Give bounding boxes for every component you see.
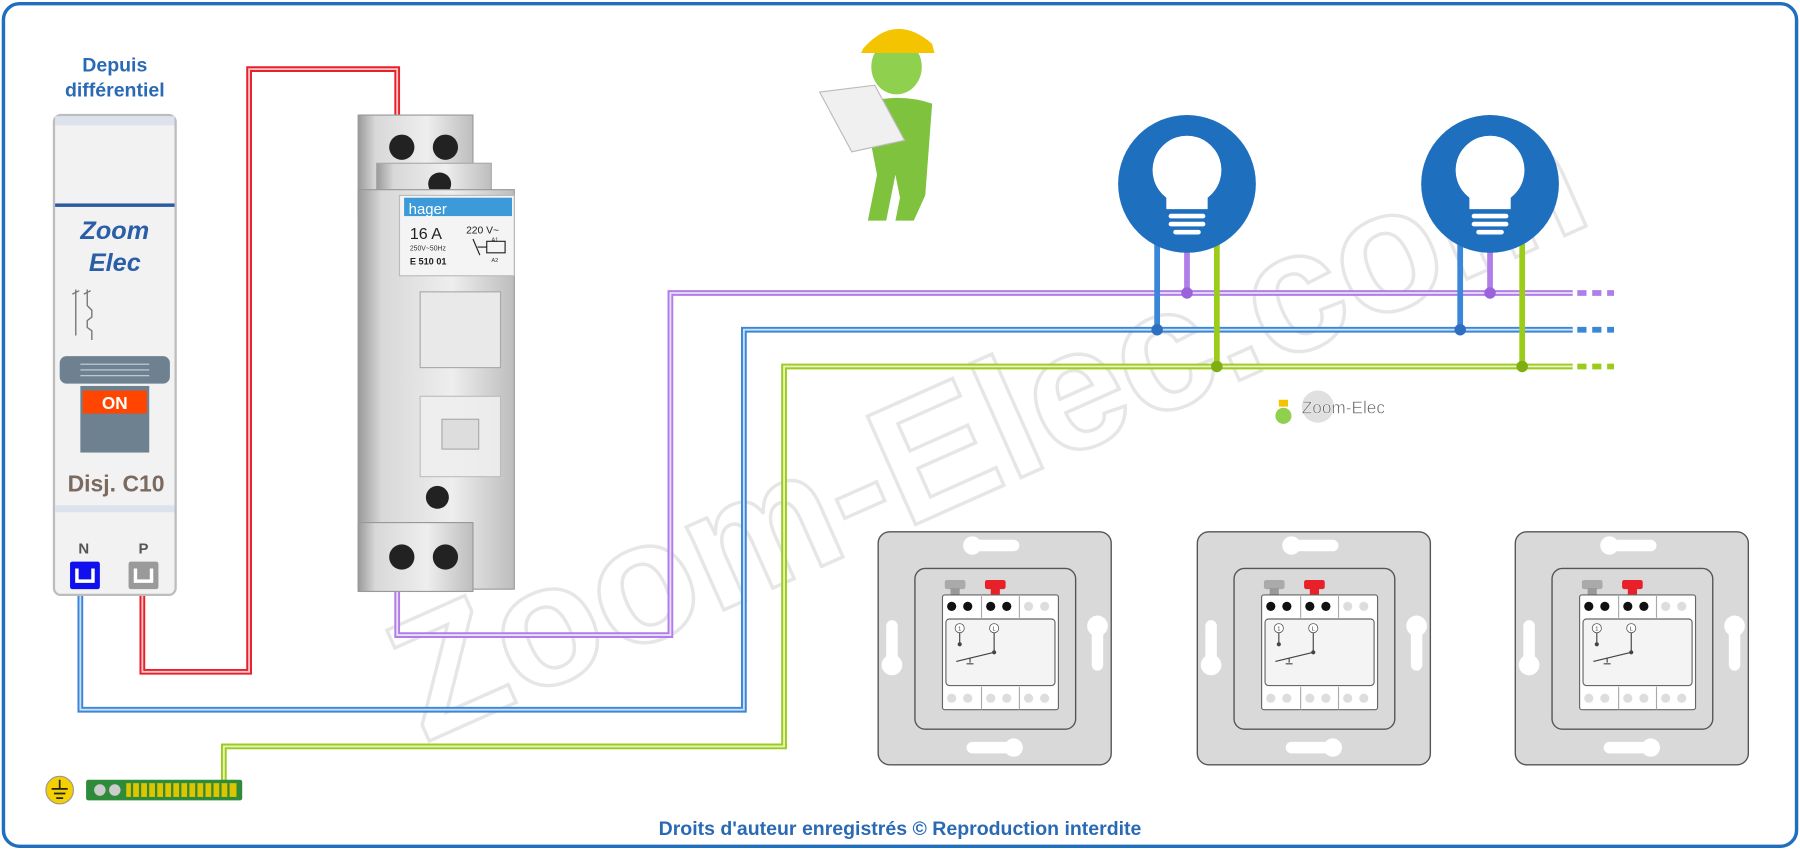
terminal-p (128, 561, 159, 590)
relay-coil-a2: A2 (491, 258, 498, 264)
wire-phase (139, 66, 401, 675)
breaker-rating: C10 (122, 471, 164, 497)
wire-return (394, 290, 1615, 638)
switch-terminal-l-label: L (1312, 626, 1315, 632)
relay-voltage-rating: 250V~50Hz (410, 246, 447, 253)
impulse-relay: hager 16 A 250V~50Hz E 510 01 220 V~ A1 … (357, 114, 515, 593)
terminal-p-label: P (139, 541, 149, 558)
source-label-line1: Depuis (82, 54, 147, 76)
light-switch-1[interactable]: 1 L (877, 531, 1112, 766)
relay-brand: hager (409, 201, 447, 218)
light-switch-2[interactable]: 1 L (1196, 531, 1432, 766)
logo-text: Zoom-Elec (1302, 398, 1386, 418)
relay-coil-a1: A1 (491, 237, 498, 243)
relay-pushbutton[interactable] (419, 291, 502, 369)
relay-coil-voltage: 220 V~ (466, 225, 499, 236)
switch-terminal-l-label: L (993, 626, 996, 632)
switch-terminal-l-label: L (1630, 626, 1633, 632)
wire-neutral (77, 326, 1615, 713)
earth-icon (45, 775, 75, 805)
relay-current: 16 A (410, 225, 442, 243)
switch-terminal-1-label: 1 (958, 626, 961, 632)
wire-earth (220, 363, 1615, 781)
switch-terminal-1-label: 1 (1595, 626, 1598, 632)
terminal-n (70, 561, 100, 590)
breaker-symbol-icon (72, 289, 93, 341)
breaker-brand-line2: Elec (89, 249, 141, 277)
zoom-elec-logo: Zoom-Elec (1275, 390, 1386, 424)
coil-symbol-icon (472, 238, 506, 256)
earth-terminal-bar (45, 775, 243, 805)
switch-terminal-1-label: 1 (1277, 626, 1280, 632)
lamp-1 (1118, 115, 1256, 373)
light-switch-3[interactable]: 1 L (1514, 531, 1750, 766)
copyright-footer: Droits d'auteur enregistrés © Reproducti… (659, 818, 1142, 840)
breaker-type: Disj. (68, 471, 116, 497)
breaker-brand-line1: Zoom (79, 217, 149, 245)
relay-reference: E 510 01 (410, 256, 447, 266)
lamp-2 (1421, 115, 1559, 373)
breaker-state: ON (102, 393, 128, 413)
circuit-breaker: Zoom Elec ON Disj. C10 N P (52, 113, 177, 597)
source-label-line2: différentiel (65, 80, 165, 102)
worker-figure-icon (818, 28, 935, 221)
terminal-n-label: N (78, 541, 89, 558)
